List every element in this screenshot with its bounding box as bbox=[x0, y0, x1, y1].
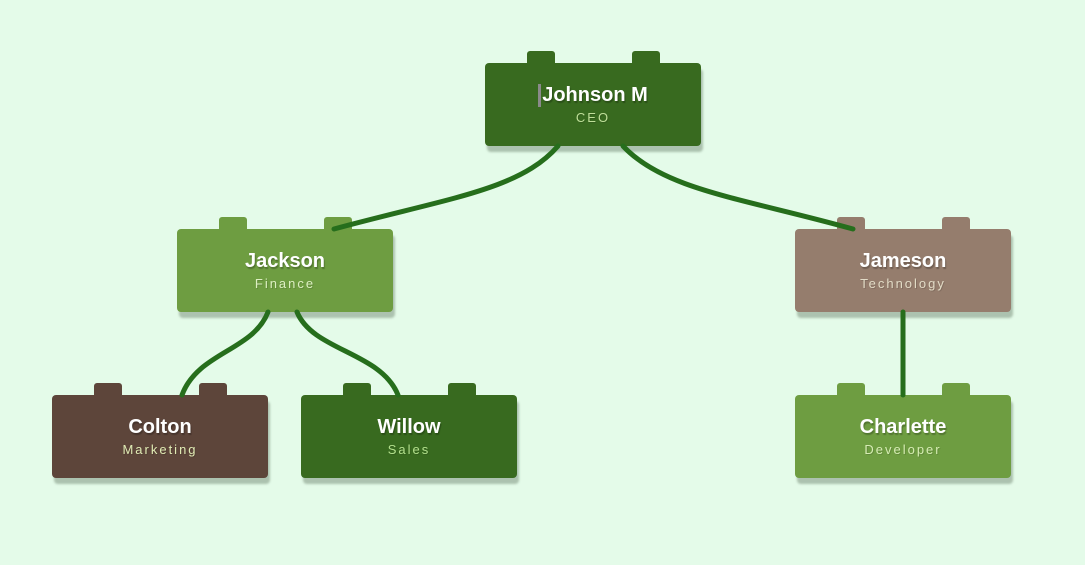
node-tab-right bbox=[199, 383, 227, 399]
node-name-text: Colton bbox=[128, 416, 192, 438]
node-name-text: Jameson bbox=[859, 250, 947, 272]
node-tab-right bbox=[942, 383, 970, 399]
node-role-text: Developer bbox=[864, 442, 942, 457]
node-role-text: Technology bbox=[860, 276, 946, 291]
node-name-text: Willow bbox=[377, 416, 441, 438]
node-name-text: Charlette bbox=[859, 416, 947, 438]
node-name: Jameson bbox=[860, 249, 947, 273]
node-tab-left bbox=[837, 217, 865, 233]
node-name: Colton bbox=[128, 415, 191, 439]
node-tab-left bbox=[343, 383, 371, 399]
node-name-text: Johnson M bbox=[542, 84, 648, 106]
node-name: Jackson bbox=[245, 249, 325, 273]
node-role-text: CEO bbox=[575, 110, 611, 125]
org-node-jackson[interactable]: Jackson Finance bbox=[177, 217, 393, 312]
node-name-editing[interactable]: Johnson M bbox=[538, 83, 648, 107]
org-node-charlette[interactable]: Charlette Developer bbox=[795, 383, 1011, 478]
node-tab-right bbox=[448, 383, 476, 399]
node-tab-left bbox=[837, 383, 865, 399]
node-role-text: Marketing bbox=[122, 442, 198, 457]
text-cursor bbox=[538, 83, 542, 107]
node-tab-left bbox=[94, 383, 122, 399]
connector-johnson-jameson bbox=[620, 143, 856, 232]
node-tab-right bbox=[942, 217, 970, 233]
node-role-text: Sales bbox=[387, 442, 431, 457]
node-name: Charlette bbox=[860, 415, 947, 439]
connector-johnson-jackson bbox=[331, 143, 561, 232]
node-tab-right bbox=[324, 217, 352, 233]
org-node-colton[interactable]: Colton Marketing bbox=[52, 383, 268, 478]
node-role-text: Finance bbox=[254, 276, 316, 291]
node-tab-left bbox=[527, 51, 555, 67]
node-tab-right bbox=[632, 51, 660, 67]
org-node-johnson-m[interactable]: Johnson M CEO bbox=[485, 51, 701, 146]
org-node-willow[interactable]: Willow Sales bbox=[301, 383, 517, 478]
org-node-jameson[interactable]: Jameson Technology bbox=[795, 217, 1011, 312]
node-name-text: Jackson bbox=[244, 250, 326, 272]
node-name: Willow bbox=[377, 415, 440, 439]
node-tab-left bbox=[219, 217, 247, 233]
